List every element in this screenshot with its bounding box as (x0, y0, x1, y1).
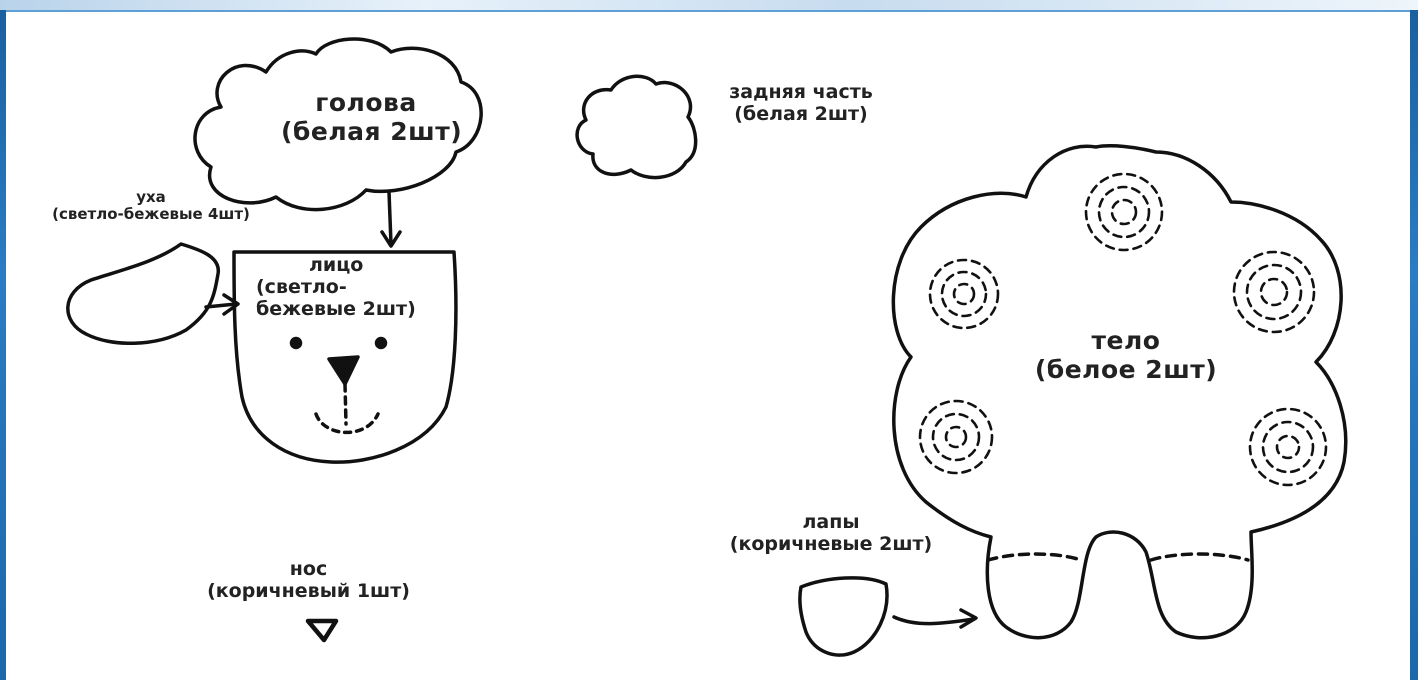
face-line1: лицо (309, 254, 364, 276)
nose-label: нос (коричневый 1шт) (176, 558, 441, 603)
nose-piece-shape (305, 618, 339, 643)
swirl-left-outer (928, 258, 1000, 330)
ears-name: уха (136, 188, 166, 206)
swirl-lowright-mid (1261, 420, 1315, 474)
nose-name: нос (289, 558, 328, 580)
back-detail: (белая 2шт) (734, 102, 868, 125)
paws-label: лапы (коричневые 2шт) (706, 511, 956, 556)
head-cloud-shape (193, 37, 483, 212)
head-detail: (белая 2шт) (281, 116, 463, 146)
nose-detail: (коричневый 1шт) (207, 579, 410, 602)
back-name: задняя часть (729, 81, 873, 103)
swirl-right-outer (1232, 250, 1316, 334)
ear-shape (66, 242, 220, 346)
head-arrow-line (387, 190, 393, 246)
face-line2: (светло- (256, 275, 347, 298)
top-banner-strip (0, 0, 1418, 10)
face-label: лицо (светло- бежевые 2шт) (246, 254, 446, 321)
back-label: задняя часть (белая 2шт) (701, 81, 901, 126)
ears-detail: (светло-бежевые 4шт) (52, 205, 250, 224)
body-shape (891, 144, 1348, 640)
swirl-lowleft-inner (944, 425, 968, 449)
head-arrow-tip (380, 230, 402, 248)
face-smile-dashed (314, 412, 380, 435)
head-name: голова (315, 88, 417, 117)
face-eye-left (289, 336, 303, 350)
swirl-right-inner (1259, 277, 1289, 307)
face-mouth-dashed (343, 382, 348, 426)
swirl-left-inner (952, 282, 976, 306)
body-detail: (белое 2шт) (1034, 354, 1218, 384)
body-leg-right-dash (1149, 552, 1250, 562)
face-shape (232, 250, 458, 464)
ear-arrow-line (204, 302, 238, 309)
ear-arrow-tip (222, 293, 240, 316)
paw-shape (798, 576, 889, 657)
paws-name: лапы (802, 511, 860, 533)
paw-arrow-tip (959, 608, 978, 629)
swirl-lowleft-mid (931, 412, 981, 462)
body-label: тело (белое 2шт) (1016, 326, 1236, 385)
face-nose (327, 355, 360, 386)
swirl-top-outer (1084, 172, 1164, 252)
paws-detail: (коричневые 2шт) (729, 532, 933, 555)
swirl-top-inner (1110, 198, 1138, 226)
pattern-sheet: голова (белая 2шт) задняя часть (белая 2… (6, 10, 1410, 680)
head-label: голова (белая 2шт) (281, 88, 463, 147)
back-cloud-shape (575, 74, 698, 180)
swirl-lowright-outer (1248, 407, 1328, 487)
swirl-right-mid (1245, 263, 1303, 321)
pattern-drawing (66, 37, 1348, 657)
face-eye-right (374, 336, 388, 350)
swirl-lowright-inner (1275, 434, 1301, 460)
face-line3: бежевые 2шт) (256, 297, 416, 320)
swirl-lowleft-outer (918, 399, 994, 475)
swirl-left-mid (940, 270, 988, 318)
ears-label: уха (светло-бежевые 4шт) (46, 188, 256, 224)
swirl-top-mid (1097, 185, 1151, 239)
body-leg-left-dash (986, 552, 1083, 562)
body-name: тело (1091, 326, 1161, 355)
paw-arrow-line (892, 615, 976, 626)
